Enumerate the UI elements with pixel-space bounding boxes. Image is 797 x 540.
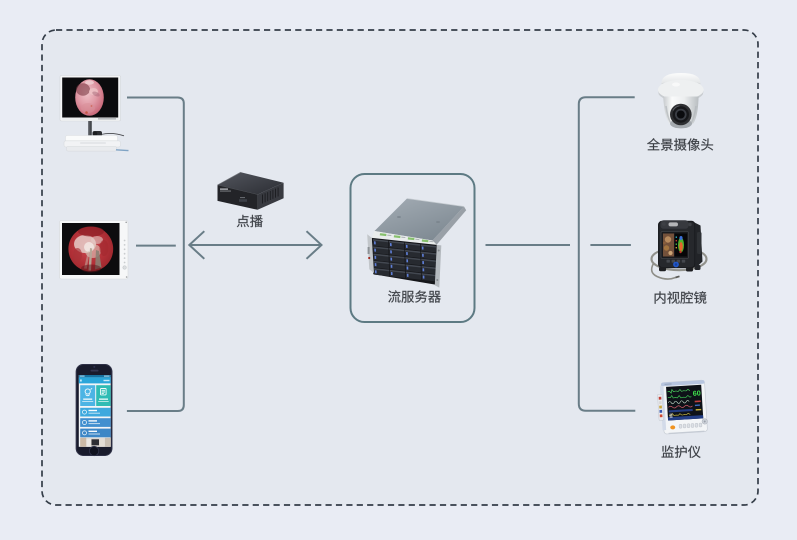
svg-text:60: 60 — [692, 388, 701, 397]
